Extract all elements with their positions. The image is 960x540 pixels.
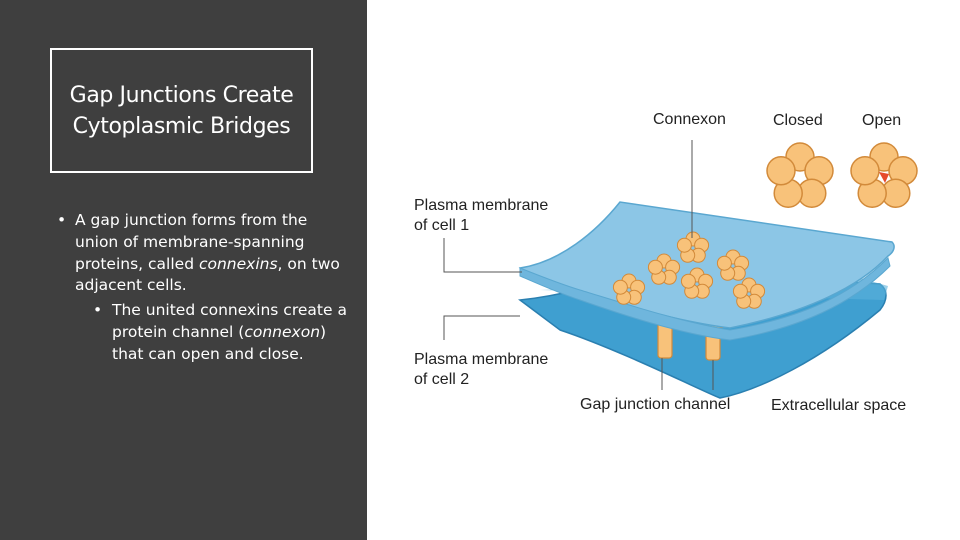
open-connexon-icon <box>850 142 918 208</box>
extracellular-space-label: Extracellular space <box>771 397 906 414</box>
bullet-2-text-a: The united connexins create a protein ch… <box>112 301 347 341</box>
plasma-membrane-cell-2-label-line2: of cell 2 <box>414 371 469 388</box>
title-line-1: Gap Junctions Create <box>69 82 294 108</box>
closed-label: Closed <box>773 112 823 129</box>
bullet-marker: • <box>93 301 103 320</box>
plasma-membrane-cell-1-label-line2: of cell 1 <box>414 217 469 234</box>
bullet-list: • A gap junction forms from the union of… <box>55 210 355 366</box>
bullet-item-1: • A gap junction forms from the union of… <box>55 210 355 297</box>
leader-lines <box>443 140 714 390</box>
gap-junction-diagram: Connexon Closed Open Plasma membrane of … <box>414 111 918 414</box>
slide-title: Gap Junctions Create Cytoplasmic Bridges <box>70 80 294 142</box>
bullet-2-text-b: ) that can open and close. <box>112 322 327 363</box>
bullet-1-italic: connexins <box>198 254 278 273</box>
bullet-1-text-b: , on two adjacent cells. <box>75 254 340 295</box>
title-line-2: Cytoplasmic Bridges <box>72 113 291 139</box>
gap-junction-channel-label: Gap junction channel <box>580 396 730 413</box>
connexon-label: Connexon <box>653 111 726 128</box>
membrane-cell-1 <box>518 201 895 341</box>
bullet-2-italic: connexon <box>244 322 321 341</box>
bullet-1-text-a: A gap junction forms from the union of m… <box>75 211 308 273</box>
left-panel: Gap Junctions Create Cytoplasmic Bridges… <box>0 0 367 540</box>
open-label: Open <box>862 112 901 129</box>
bullet-item-2: • The united connexins create a protein … <box>93 300 355 365</box>
title-box: Gap Junctions Create Cytoplasmic Bridges <box>50 48 313 173</box>
bullet-marker: • <box>57 211 67 229</box>
closed-connexon-icon <box>766 142 834 208</box>
plasma-membrane-cell-1-label: Plasma membrane <box>414 197 548 214</box>
plasma-membrane-cell-2-label: Plasma membrane <box>414 351 548 368</box>
